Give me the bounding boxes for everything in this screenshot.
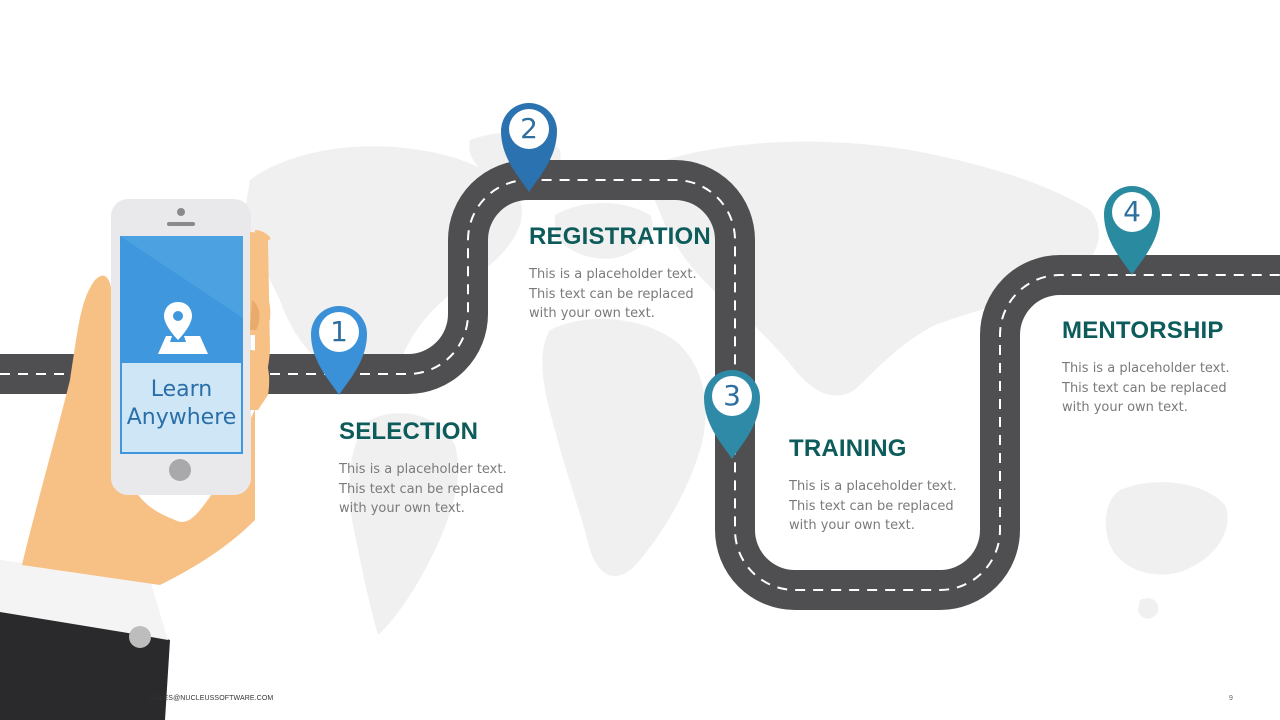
pin-2-number: 2 xyxy=(520,112,538,145)
pin-3-inner-circle xyxy=(712,376,752,416)
pin-4-number: 4 xyxy=(1123,195,1141,228)
step-4-title: MENTORSHIP xyxy=(1062,317,1224,344)
phone-camera xyxy=(177,208,185,216)
pin-1-number: 1 xyxy=(330,315,348,348)
finger-shade xyxy=(250,300,260,330)
pin-1 xyxy=(311,306,367,395)
step-1-text: This is a placeholder text. This text ca… xyxy=(339,462,507,516)
map-location-icon xyxy=(158,302,208,354)
screen-label-line1: Learn xyxy=(150,377,213,402)
step-2-text: This is a placeholder text. This text ca… xyxy=(529,267,697,321)
map-base xyxy=(158,336,208,354)
phone-speaker xyxy=(167,222,195,226)
pin-3-number: 3 xyxy=(723,379,741,412)
step-3-title: TRAINING xyxy=(789,435,907,462)
phone-home-button xyxy=(169,459,191,481)
pin-4 xyxy=(1104,186,1160,275)
step-1-title: SELECTION xyxy=(339,418,479,445)
pin-2-inner-circle xyxy=(509,109,549,149)
pin-4-inner-circle xyxy=(1112,192,1152,232)
location-pin-hole xyxy=(173,311,183,321)
finger-top xyxy=(250,232,268,290)
screen-label-panel xyxy=(122,363,241,452)
step-4-text: This is a placeholder text. This text ca… xyxy=(1062,361,1230,415)
pin-2 xyxy=(501,103,557,192)
page-number: 9 xyxy=(1229,695,1233,702)
road-center-line xyxy=(0,179,1280,591)
hand-palm xyxy=(22,230,271,585)
cuff-button xyxy=(129,626,151,648)
phone-screen-label: Learn Anywhere xyxy=(122,376,241,432)
step-3-text: This is a placeholder text. This text ca… xyxy=(789,479,957,533)
suit-sleeve xyxy=(0,610,170,720)
pin-3 xyxy=(704,370,760,459)
screen-label-line2: Anywhere xyxy=(126,405,237,430)
footer-email: SALES@NUCLEUSSOFTWARE.COM xyxy=(150,695,274,702)
finger-lower xyxy=(250,350,270,410)
step-2-title: REGISTRATION xyxy=(529,223,711,250)
pin-1-inner-circle xyxy=(319,312,359,352)
screen-glare xyxy=(120,236,243,318)
